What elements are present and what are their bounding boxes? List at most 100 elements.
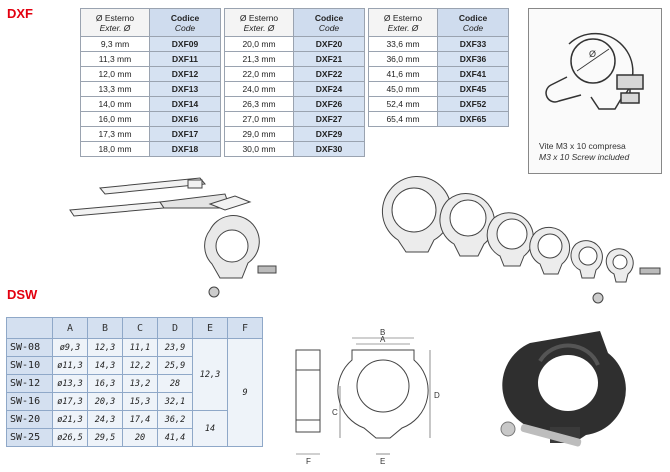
diameter-cell: 36,0 mm (368, 51, 438, 67)
code-cell: DXF45 (437, 81, 509, 97)
dsw-e-merged-bottom: 14 (192, 410, 228, 447)
diameter-cell: 22,0 mm (224, 66, 294, 82)
code-cell: DXF11 (149, 51, 221, 67)
dsw-corner-cell (6, 317, 53, 339)
dsw-model-cell: SW-25 (6, 428, 53, 447)
dsw-e-merged-top: 12,3 (192, 338, 228, 411)
dsw-value-cell: 28 (157, 374, 193, 393)
code-cell: DXF26 (293, 96, 365, 112)
clamp-diagram-icon: Ø (545, 32, 644, 110)
dsw-value-cell: 16,3 (87, 374, 123, 393)
dsw-value-cell: 41,4 (157, 428, 193, 447)
dsw-value-cell: 23,9 (157, 338, 193, 357)
dsw-section-label: DSW (7, 287, 38, 302)
dsw-value-cell: 32,1 (157, 392, 193, 411)
dsw-value-cell: ø17,3 (52, 392, 88, 411)
diameter-cell: 11,3 mm (80, 51, 150, 67)
dim-label-e: E (380, 457, 385, 466)
screw-info-box: Ø Vite M3 x 10 compresa M3 x 10 Screw in… (528, 8, 662, 174)
code-cell: DXF29 (293, 126, 365, 142)
dsw-value-cell: ø13,3 (52, 374, 88, 393)
dsw-value-cell: ø11,3 (52, 356, 88, 375)
dsw-value-cell: ø21,3 (52, 410, 88, 429)
code-cell: DXF12 (149, 66, 221, 82)
dsw-value-cell: 17,4 (122, 410, 158, 429)
diameter-symbol: Ø (589, 49, 596, 59)
dsw-model-cell: SW-16 (6, 392, 53, 411)
code-cell: DXF30 (293, 141, 365, 157)
diameter-header-en: Exter. Ø (387, 22, 419, 33)
diameter-cell: 9,3 mm (80, 36, 150, 52)
dsw-model-cell: SW-12 (6, 374, 53, 393)
code-cell: DXF09 (149, 36, 221, 52)
code-cell: DXF21 (293, 51, 365, 67)
diameter-cell: 30,0 mm (224, 141, 294, 157)
dsw-column-header: F (227, 317, 263, 339)
dsw-column-header: C (122, 317, 158, 339)
diameter-cell: 14,0 mm (80, 96, 150, 112)
dsw-technical-drawing: B A D C E F (295, 328, 440, 466)
code-cell: DXF24 (293, 81, 365, 97)
diameter-cell: 13,3 mm (80, 81, 150, 97)
dsw-value-cell: 20,3 (87, 392, 123, 411)
code-cell: DXF36 (437, 51, 509, 67)
dsw-value-cell: ø9,3 (52, 338, 88, 357)
dsw-value-cell: 20 (122, 428, 158, 447)
code-header-en: Code (462, 22, 484, 33)
diameter-cell: 26,3 mm (224, 96, 294, 112)
diameter-cell: 65,4 mm (368, 111, 438, 127)
diameter-header-it: Ø Esterno (239, 12, 279, 23)
dsw-value-cell: 12,3 (87, 338, 123, 357)
dsw-f-merged: 9 (227, 338, 263, 447)
dsw-value-cell: 24,3 (87, 410, 123, 429)
dsw-value-cell: 12,2 (122, 356, 158, 375)
diameter-cell: 16,0 mm (80, 111, 150, 127)
diameter-cell: 29,0 mm (224, 126, 294, 142)
dsw-value-cell: 29,5 (87, 428, 123, 447)
dsw-value-cell: 25,9 (157, 356, 193, 375)
screw-info-english: M3 x 10 Screw included (539, 152, 630, 162)
diameter-cell: 52,4 mm (368, 96, 438, 112)
diameter-cell: 12,0 mm (80, 66, 150, 82)
dsw-value-cell: 15,3 (122, 392, 158, 411)
dxf-section-label: DXF (7, 6, 33, 21)
diameter-cell: 21,3 mm (224, 51, 294, 67)
diameter-cell: 33,6 mm (368, 36, 438, 52)
code-cell: DXF16 (149, 111, 221, 127)
code-cell: DXF13 (149, 81, 221, 97)
diameter-header-en: Exter. Ø (243, 22, 275, 33)
code-header-it: Codice (314, 12, 344, 23)
diameter-cell: 17,3 mm (80, 126, 150, 142)
code-cell: DXF41 (437, 66, 509, 82)
dim-label-a: A (380, 335, 386, 344)
dsw-column-header: A (52, 317, 88, 339)
code-header-en: Code (174, 22, 196, 33)
